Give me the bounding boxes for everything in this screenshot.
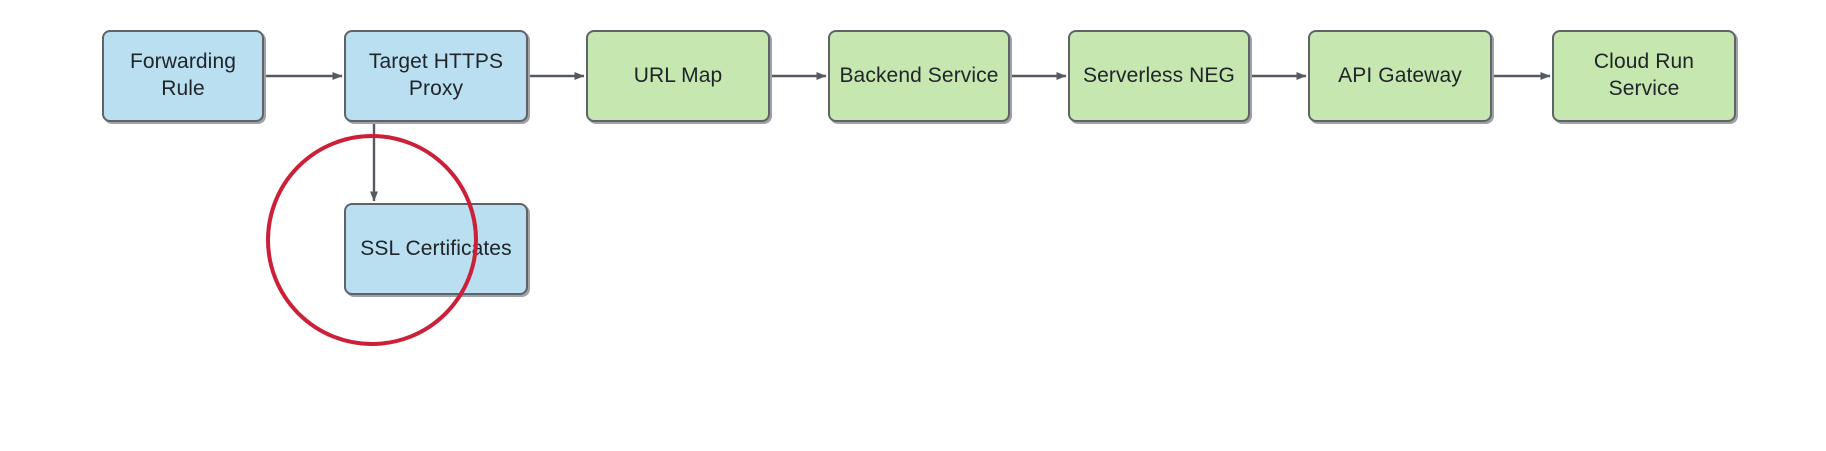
node-ssl-certificates[interactable]: SSL Certificates: [344, 203, 528, 295]
node-forwarding-rule[interactable]: Forwarding Rule: [102, 30, 264, 122]
node-url-map[interactable]: URL Map: [586, 30, 770, 122]
node-target-https-proxy[interactable]: Target HTTPS Proxy: [344, 30, 528, 122]
node-serverless-neg[interactable]: Serverless NEG: [1068, 30, 1250, 122]
node-api-gateway[interactable]: API Gateway: [1308, 30, 1492, 122]
node-backend-service[interactable]: Backend Service: [828, 30, 1010, 122]
node-cloud-run-service[interactable]: Cloud Run Service: [1552, 30, 1736, 122]
